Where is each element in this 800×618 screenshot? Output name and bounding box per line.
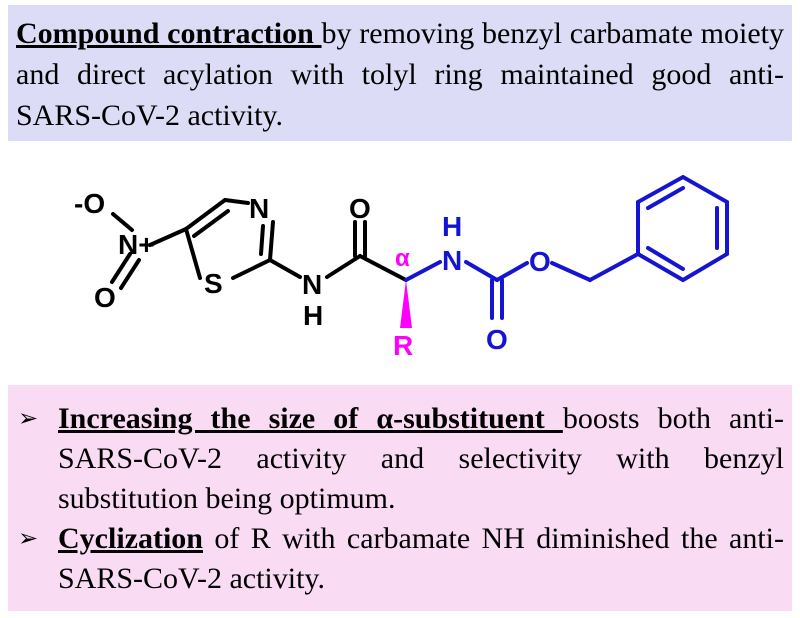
- atom-o-minus: -O: [74, 188, 105, 219]
- cyclization-text: of R with carbamate NH diminished the an…: [58, 522, 784, 595]
- atom-o-ester: O: [529, 246, 551, 277]
- sar-findings-box: ➢ Increasing the size of α-substituent b…: [8, 385, 792, 611]
- atom-n-carbamate: N: [442, 245, 462, 276]
- atom-n-plus: N+: [118, 229, 155, 260]
- atom-r: R: [393, 330, 413, 361]
- bullet-alpha-substituent: ➢ Increasing the size of α-substituent b…: [18, 399, 784, 519]
- atom-n-ring: N: [249, 193, 269, 224]
- thiazole-amide-bonds: [110, 198, 408, 290]
- atom-o-nitro: O: [94, 282, 116, 313]
- chemical-structure: -O N+ O S N N H O α R H N O O: [74, 174, 729, 361]
- arrow-bullet-icon: ➢: [18, 526, 39, 552]
- atom-n-amide: N: [302, 269, 322, 300]
- arrow-bullet-icon: ➢: [18, 406, 39, 432]
- cyclization-heading: Cyclization: [58, 522, 203, 555]
- alpha-wedge-bond: [400, 280, 412, 328]
- compound-contraction-text: by removing benzyl carbamate moiety and …: [16, 17, 784, 132]
- bullet-cyclization: ➢ Cyclization of R with carbamate NH dim…: [18, 519, 784, 599]
- atom-h-amide: H: [303, 300, 323, 331]
- atom-h-carbamate: H: [442, 211, 462, 242]
- compound-contraction-heading: Compound contraction: [16, 17, 322, 50]
- alpha-label: α: [395, 245, 410, 272]
- atom-o-carbonyl: O: [486, 324, 508, 355]
- atom-o-amide: O: [349, 193, 371, 224]
- alpha-substituent-heading: Increasing the size of α-substituent: [58, 402, 563, 435]
- alpha-substituent-text: boosts both anti-SARS-CoV-2 activity and…: [58, 402, 784, 515]
- carbamate-benzyl-bonds: [404, 174, 729, 320]
- atom-s: S: [204, 268, 223, 299]
- top-summary-box: Compound contraction by removing benzyl …: [8, 5, 792, 141]
